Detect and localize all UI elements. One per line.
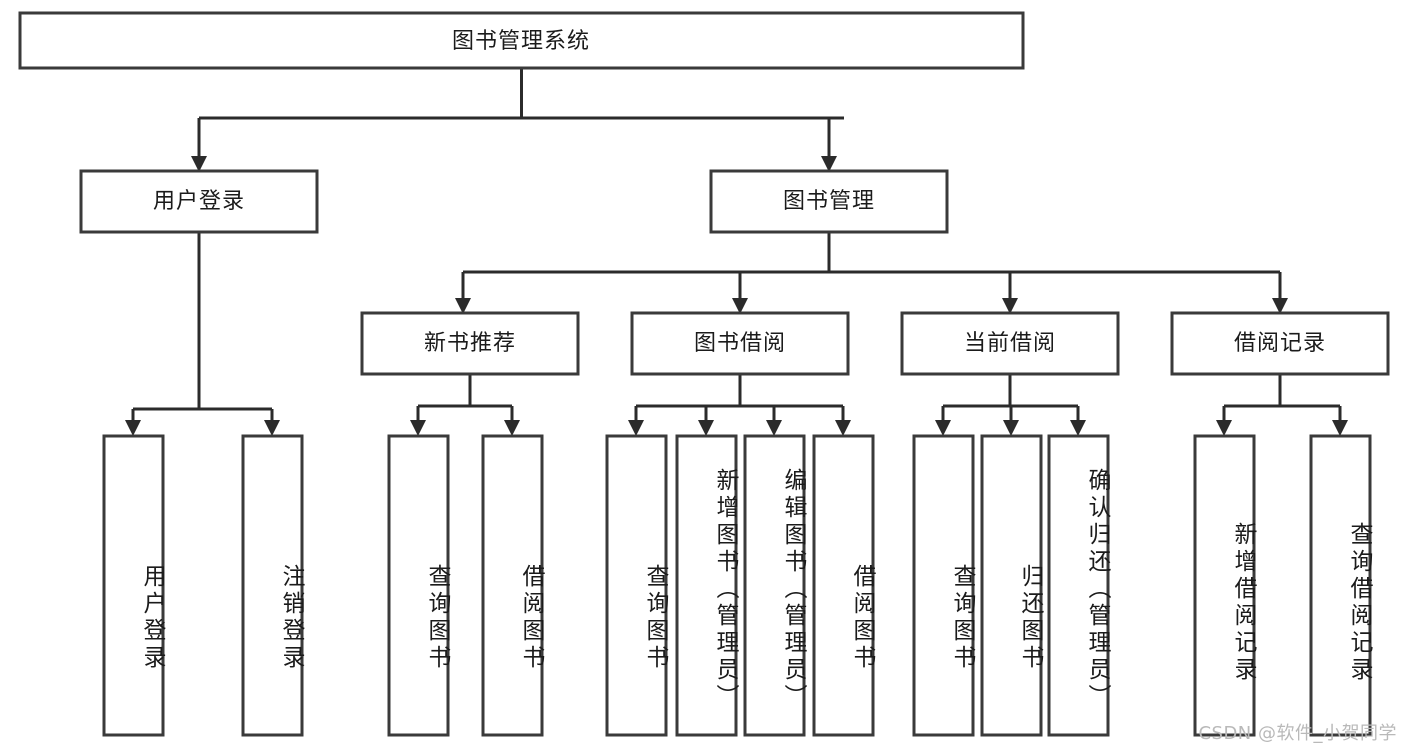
connector-group-borrow-record xyxy=(1216,374,1348,436)
connector-group-current-borrow xyxy=(935,374,1086,436)
node-leaf-borrow-book-2-box[interactable] xyxy=(812,434,875,737)
arrowhead-book-manage xyxy=(821,156,837,172)
node-new-book-recommend-label: 新书推荐 xyxy=(424,331,516,356)
arrowhead-leaf-logout-login xyxy=(264,420,280,436)
node-leaf-logout-login-box[interactable] xyxy=(241,434,304,737)
arrowhead-current-borrow xyxy=(1002,298,1018,314)
node-book-manage-label: 图书管理 xyxy=(783,189,875,214)
node-leaf-user-login-box[interactable] xyxy=(102,434,165,737)
arrowhead-leaf-query-book-1 xyxy=(410,420,426,436)
node-leaf-edit-book-admin-box[interactable] xyxy=(743,434,806,737)
connector-group-book-manage xyxy=(455,232,1288,314)
node-leaf-borrow-book-1-box[interactable] xyxy=(481,434,544,737)
arrowhead-leaf-add-borrow-record xyxy=(1216,420,1232,436)
node-borrow-record-box[interactable] xyxy=(1170,311,1390,376)
arrowhead-leaf-query-book-3 xyxy=(935,420,951,436)
node-leaf-add-book-admin-box[interactable] xyxy=(675,434,738,737)
node-leaf-query-book-1-box[interactable] xyxy=(387,434,450,737)
csdn-watermark: CSDN @软件_小贺同学 xyxy=(1198,723,1397,744)
connector-group-user-login xyxy=(125,232,280,436)
node-leaf-query-book-3-box[interactable] xyxy=(912,434,975,737)
node-current-borrow-label: 当前借阅 xyxy=(964,331,1056,356)
arrowhead-leaf-confirm-return-admin xyxy=(1070,420,1086,436)
node-book-borrow-box[interactable] xyxy=(630,311,850,376)
node-book-borrow-label: 图书借阅 xyxy=(694,331,786,356)
arrowhead-leaf-add-book-admin xyxy=(698,420,714,436)
arrowhead-new-book-recommend xyxy=(455,298,471,314)
node-user-login-box[interactable] xyxy=(79,169,319,234)
arrowhead-leaf-query-borrow-record xyxy=(1332,420,1348,436)
node-leaf-confirm-return-admin-box[interactable] xyxy=(1047,434,1110,737)
arrowhead-leaf-query-book-2 xyxy=(628,420,644,436)
arrowhead-user-login xyxy=(191,156,207,172)
arrowhead-leaf-edit-book-admin xyxy=(766,420,782,436)
node-new-book-recommend-box[interactable] xyxy=(360,311,580,376)
node-borrow-record-label: 借阅记录 xyxy=(1234,331,1326,356)
node-book-manage-box[interactable] xyxy=(709,169,949,234)
node-user-login-label: 用户登录 xyxy=(153,189,245,214)
node-current-borrow-box[interactable] xyxy=(900,311,1120,376)
connector-group-root xyxy=(191,68,844,172)
node-leaf-query-borrow-record-box[interactable] xyxy=(1309,434,1372,737)
connector-group-book-borrow xyxy=(628,374,851,436)
arrowhead-leaf-user-login xyxy=(125,420,141,436)
node-leaf-query-book-2-box[interactable] xyxy=(605,434,668,737)
node-root-label: 图书管理系统 xyxy=(452,29,590,54)
connector-group-new-book xyxy=(410,374,520,436)
arrowhead-book-borrow xyxy=(732,298,748,314)
arrowhead-leaf-borrow-book-1 xyxy=(504,420,520,436)
node-leaf-return-book-box[interactable] xyxy=(980,434,1043,737)
node-leaf-add-borrow-record-box[interactable] xyxy=(1193,434,1256,737)
node-root-box[interactable] xyxy=(18,11,1025,70)
arrowhead-borrow-record xyxy=(1272,298,1288,314)
arrowhead-leaf-borrow-book-2 xyxy=(835,420,851,436)
arrowhead-leaf-return-book xyxy=(1003,420,1019,436)
